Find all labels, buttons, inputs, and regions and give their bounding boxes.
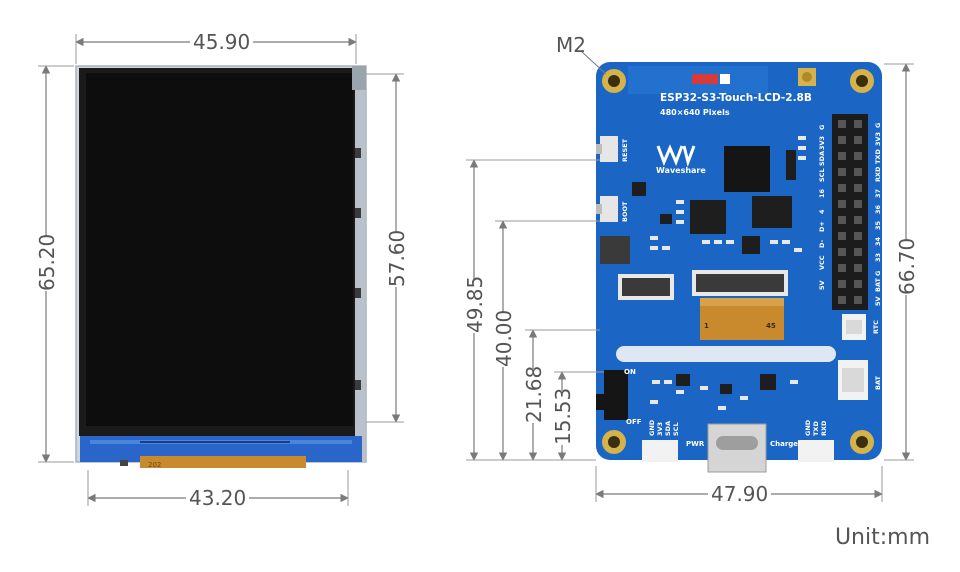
header-col2-pin: 35 — [874, 220, 882, 230]
waveshare-logo-icon — [656, 144, 696, 168]
rtc-label: RTC — [872, 320, 880, 334]
header-col2-pin: G — [874, 270, 882, 276]
header-col2-pin: 34 — [874, 236, 882, 246]
dim-front-bottom: 43.20 — [186, 488, 250, 508]
brand-label: Waveshare — [656, 166, 706, 175]
boot-button-body — [600, 196, 618, 222]
header-col2-pin: 37 — [874, 188, 882, 198]
display-side-edge — [355, 66, 365, 462]
unit-label: Unit:mm — [834, 525, 930, 550]
dim-back-c: 21.68 — [522, 365, 546, 423]
boot-label: BOOT — [621, 201, 629, 222]
dim-back-bottom: 47.90 — [708, 484, 772, 504]
back-view-pcb — [596, 62, 882, 473]
power-switch-body — [604, 370, 628, 420]
switch-on-label: ON — [624, 368, 636, 376]
header-col1-pin: 4 — [818, 209, 826, 214]
m2-leader-line — [581, 51, 607, 75]
display-screen — [86, 73, 353, 426]
dim-front-right: 57.60 — [385, 229, 409, 287]
reset-button-body — [600, 136, 618, 162]
bat-label: BAT — [874, 376, 882, 390]
mounting-holes — [602, 69, 874, 454]
reset-label: RESET — [621, 138, 629, 162]
header-col1-pin: 3V3 — [818, 135, 826, 150]
front-fpc-mark: 202 — [148, 461, 161, 469]
left-conn-pin: SDA — [664, 420, 672, 436]
header-col2-pin: G — [874, 122, 882, 128]
fpc-pin-1-label: 1 — [704, 322, 709, 330]
header-col1-top: G — [818, 124, 826, 130]
left-bottom-connector — [642, 440, 678, 462]
header-col1-pin: 5V — [818, 280, 826, 290]
header-col1-pin: VCC — [818, 255, 826, 270]
dim-back-a: 49.85 — [463, 275, 487, 333]
pwr-label: PWR — [686, 440, 705, 448]
esp32-chip — [724, 146, 770, 192]
board-title: ESP32-S3-Touch-LCD-2.8B — [660, 92, 812, 104]
header-col1-pin: D+ — [818, 221, 826, 232]
header-col2-pin: 33 — [874, 252, 882, 262]
header-col1-pin: SDA — [818, 150, 826, 166]
left-conn-pin: GND — [648, 419, 656, 436]
dim-back-right: 66.70 — [895, 237, 919, 295]
switch-off-label: OFF — [626, 418, 642, 426]
board-subtitle: 480×640 Pixels — [660, 108, 730, 117]
header-col2-pin: RXD — [874, 166, 882, 182]
right-conn-pin: TXD — [812, 421, 820, 436]
dim-front-left: 65.20 — [35, 233, 59, 291]
display-fpc-cable — [140, 456, 306, 468]
pin-header-holes — [838, 120, 862, 304]
right-conn-pin: RXD — [820, 420, 828, 436]
right-conn-pin: GND — [804, 419, 812, 436]
header-col2-pin: 36 — [874, 204, 882, 214]
header-col2-pin: BAT — [874, 278, 882, 292]
left-conn-pin: 3V3 — [656, 421, 664, 436]
dim-back-b: 40.00 — [492, 309, 516, 367]
dim-back-d: 15.53 — [551, 387, 575, 445]
header-col1-pin: 16 — [818, 188, 826, 198]
charge-label: Charge — [770, 440, 799, 448]
header-col1-pin: D- — [818, 239, 826, 248]
right-bottom-connector — [798, 440, 834, 462]
front-view-display — [75, 65, 367, 468]
m2-hole-label: M2 — [556, 33, 586, 57]
fpc-pin-45-label: 45 — [766, 322, 776, 330]
header-col2-pin: 3V3 — [874, 131, 882, 146]
dim-front-top: 45.90 — [190, 32, 254, 52]
board-slot — [616, 346, 836, 362]
header-col2-pin: 5V — [874, 296, 882, 306]
left-conn-pin: SCL — [672, 422, 680, 436]
pin-header-2x12 — [832, 114, 868, 310]
header-col2-pin: TXD — [874, 149, 882, 164]
header-col1-pin: SCL — [818, 168, 826, 182]
